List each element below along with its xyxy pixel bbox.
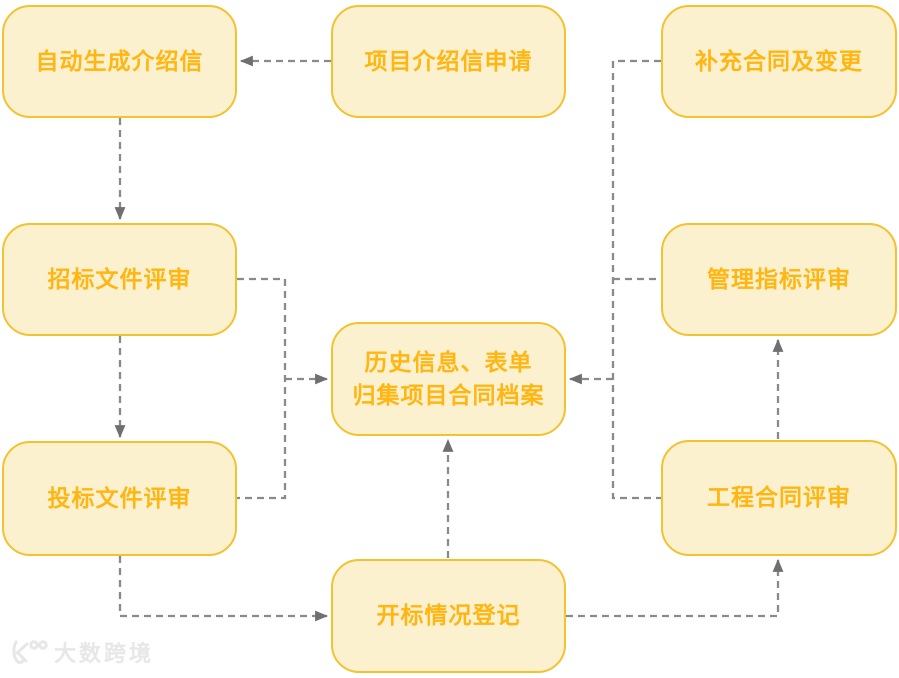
node-label-management-indicator-review: 管理指标评审 [707, 265, 851, 292]
node-label-supplementary-contract-change: 补充合同及变更 [695, 47, 863, 74]
node-label-auto-generate-intro-letter: 自动生成介绍信 [35, 47, 204, 74]
node-label-project-contract-review: 工程合同评审 [707, 484, 851, 511]
node-history-form-archive: 历史信息、表单 归集项目合同档案 [331, 322, 566, 436]
node-label-tender-document-review: 招标文件评审 [47, 265, 192, 292]
node-auto-generate-intro-letter: 自动生成介绍信 [2, 5, 237, 118]
watermark: 大数跨境 [8, 636, 154, 668]
node-tender-document-review: 招标文件评审 [2, 223, 237, 336]
node-supplementary-contract-change: 补充合同及变更 [661, 5, 897, 118]
edge-left-collector-rail [237, 277, 287, 500]
watermark-text: 大数跨境 [54, 641, 155, 666]
node-project-contract-review: 工程合同评审 [661, 440, 897, 556]
node-label-bid-opening-registration: 开标情况登记 [376, 602, 521, 629]
k100-logo-icon [12, 640, 48, 664]
node-bid-document-review: 投标文件评审 [2, 441, 237, 556]
edge-bid-review-to-bid-opening [118, 556, 329, 622]
node-bid-opening-registration: 开标情况登记 [331, 559, 566, 673]
node-project-intro-letter-apply: 项目介绍信申请 [331, 5, 566, 118]
node-management-indicator-review: 管理指标评审 [661, 223, 897, 336]
edge-bid-opening-to-contract-review [566, 558, 784, 618]
node-label-history-form-archive: 历史信息、表单 归集项目合同档案 [352, 348, 545, 408]
node-label-project-intro-letter-apply: 项目介绍信申请 [364, 47, 533, 74]
edge-right-collector-rail [611, 59, 661, 500]
node-label-bid-document-review: 投标文件评审 [47, 484, 192, 511]
